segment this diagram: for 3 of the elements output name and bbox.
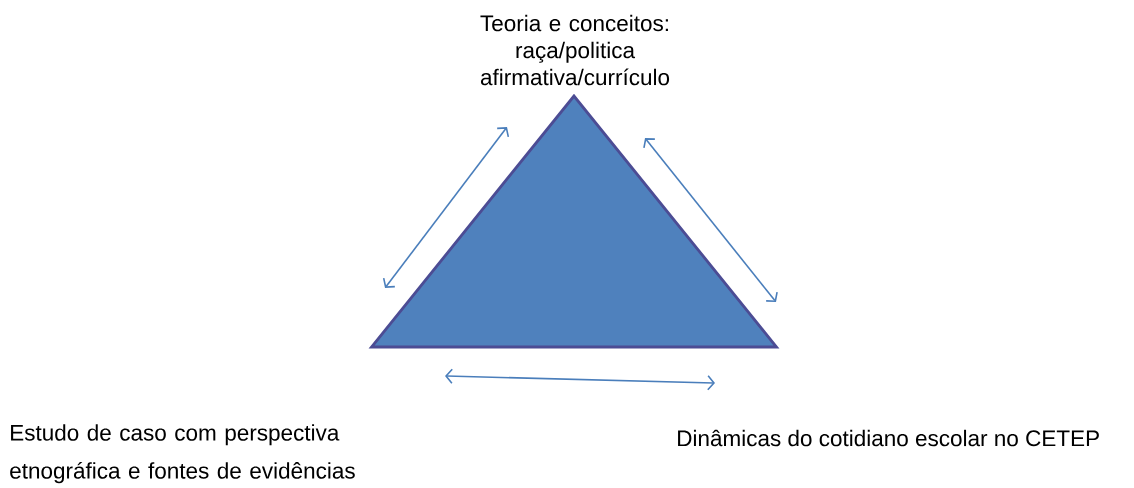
text-label: Estudo de caso com perspectiva etnográfica e fontes de evidências — [10, 424, 355, 484]
text-label: Teoria e conceitos: raça/politica afirmativa/currículo — [480, 14, 670, 86]
text-label: Dinâmicas do cotidiano escolar no CETEP — [678, 429, 1099, 447]
